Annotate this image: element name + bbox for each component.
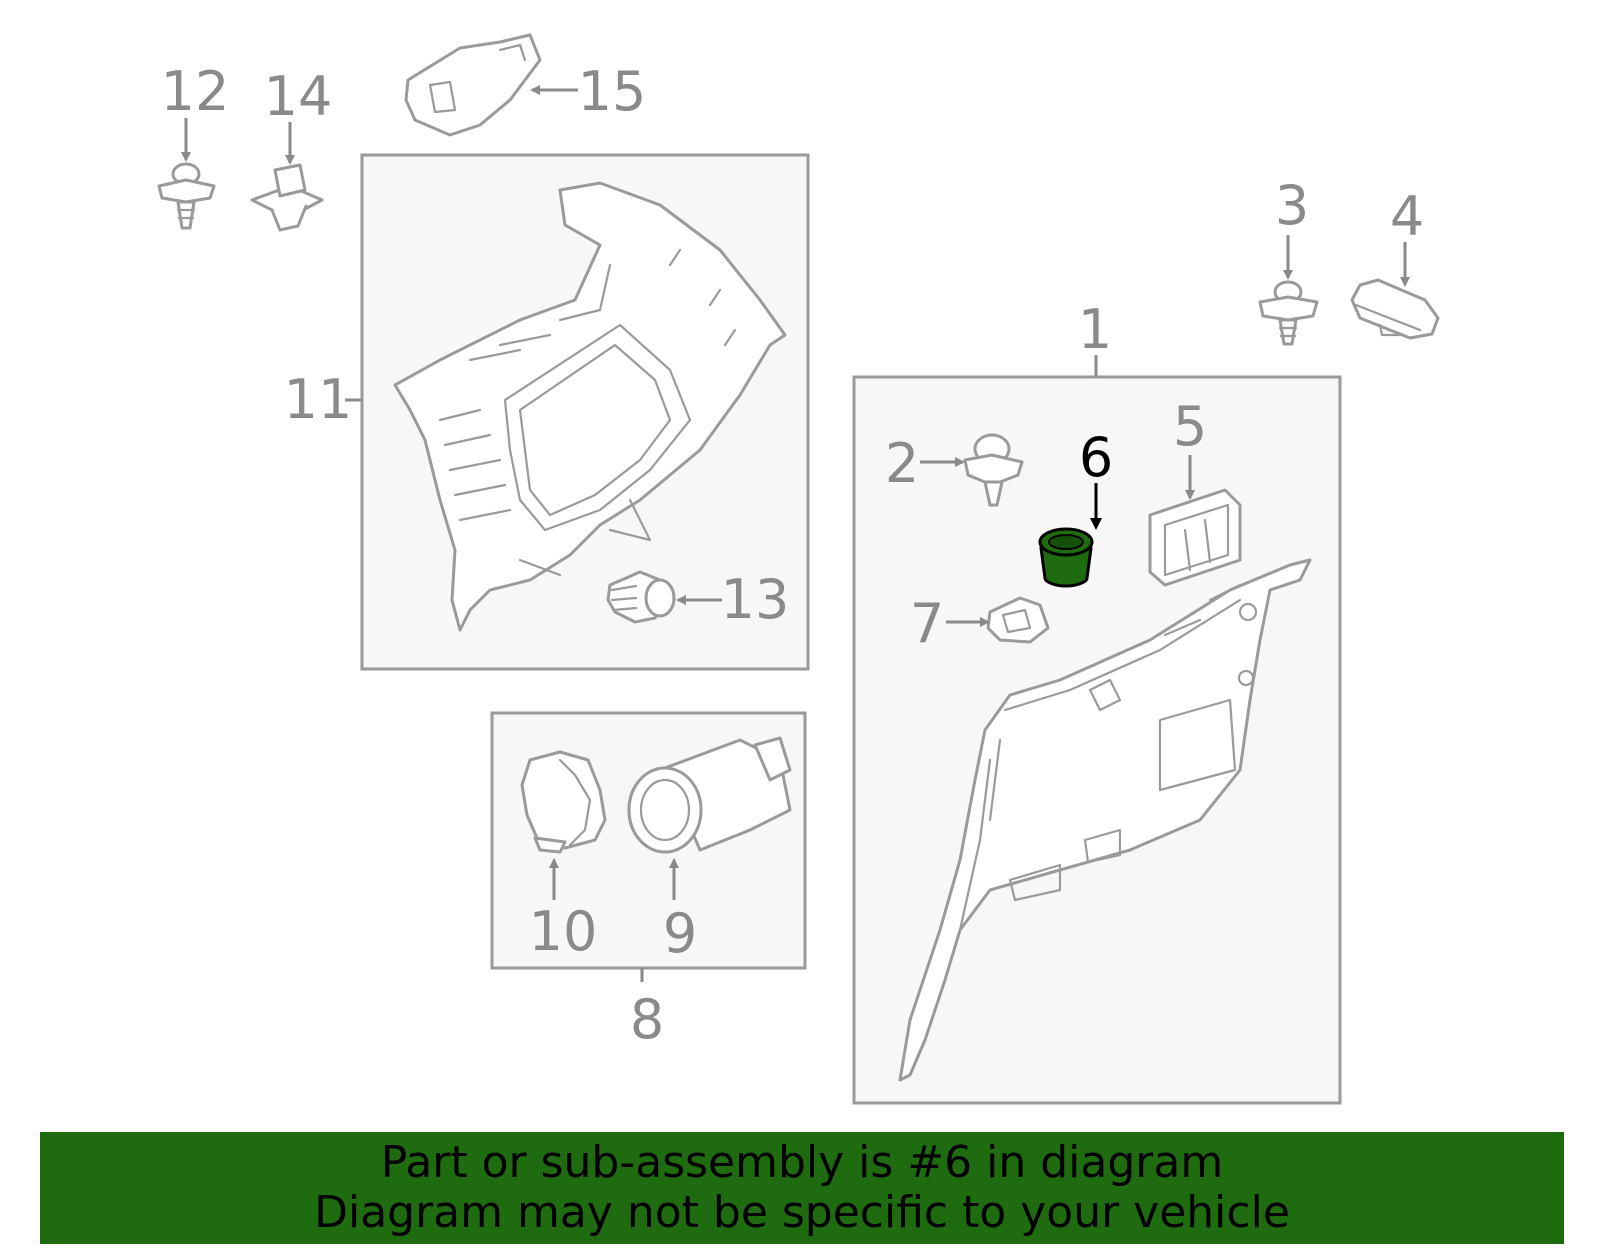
clip-2-part xyxy=(963,433,1024,507)
callout-14: 14 xyxy=(264,65,333,128)
callout-4: 4 xyxy=(1390,185,1424,248)
callout-8: 8 xyxy=(630,988,664,1051)
callout-5: 5 xyxy=(1173,395,1207,458)
cap-10-part xyxy=(520,750,607,854)
power-outlet-9-part xyxy=(627,736,792,854)
quarter-trim-upper-part xyxy=(393,181,787,632)
banner-line-2: Diagram may not be specific to your vehi… xyxy=(314,1187,1290,1238)
callout-10: 10 xyxy=(529,900,598,963)
callout-1: 1 xyxy=(1078,298,1112,361)
bracket-5-part xyxy=(1148,488,1242,587)
callout-3: 3 xyxy=(1275,174,1309,237)
callout-7: 7 xyxy=(910,592,944,655)
callout-9: 9 xyxy=(663,902,697,965)
cover-4-part xyxy=(1350,278,1440,340)
retainer-7-part xyxy=(986,596,1050,644)
clip-3-part xyxy=(1258,280,1319,346)
info-banner: Part or sub-assembly is #6 in diagram Di… xyxy=(40,1132,1564,1244)
bracket-15-part xyxy=(404,33,542,137)
callout-11: 11 xyxy=(284,368,353,431)
callout-2: 2 xyxy=(885,432,919,495)
callout-12: 12 xyxy=(161,60,230,123)
clip-13-part xyxy=(606,570,676,624)
clip-14-part xyxy=(250,163,324,232)
callout-6: 6 xyxy=(1079,426,1113,489)
callout-15: 15 xyxy=(578,60,647,123)
clip-12-part xyxy=(157,162,216,230)
banner-line-1: Part or sub-assembly is #6 in diagram xyxy=(380,1137,1224,1188)
quarter-trim-lower-part xyxy=(898,558,1312,1082)
grommet-6-part xyxy=(1038,527,1094,588)
callout-13: 13 xyxy=(721,568,790,631)
